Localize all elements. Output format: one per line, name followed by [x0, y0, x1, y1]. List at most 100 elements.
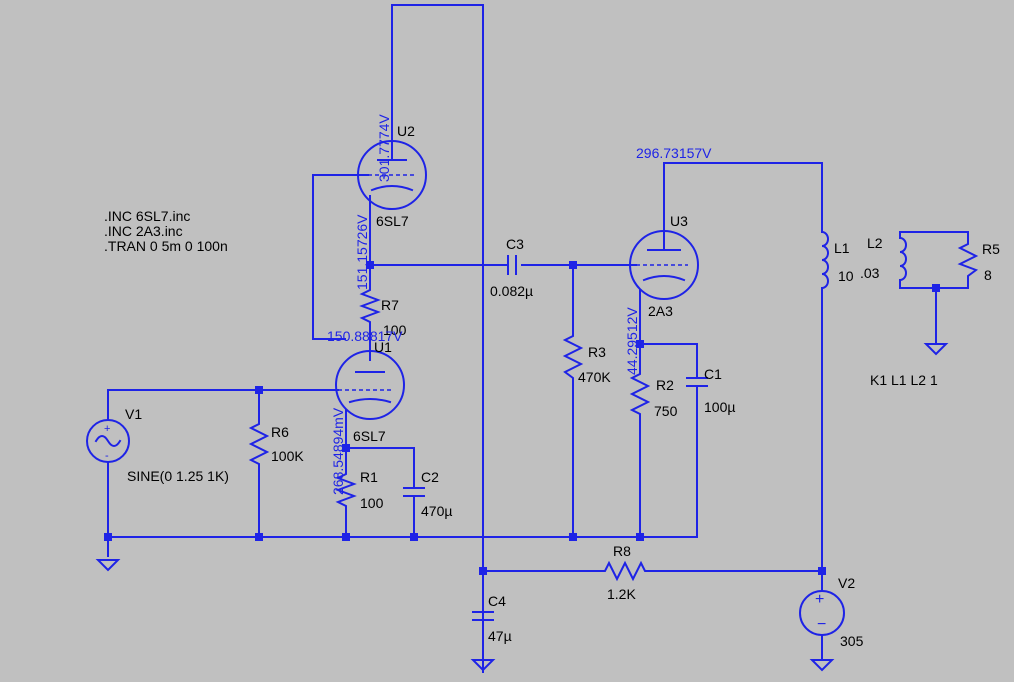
label-v1-value: SINE(0 1.25 1K) [127, 468, 229, 484]
node-voltage-u3-cathode: 44.29512V [624, 307, 640, 375]
sine-wave-icon [94, 435, 122, 447]
junction [569, 261, 577, 269]
label-c2-value: 470µ [421, 503, 452, 519]
label-r8: R8 [613, 543, 631, 559]
wire-u3-plate [663, 162, 823, 241]
label-r3-value: 470K [578, 369, 611, 385]
tube-u2 [357, 140, 427, 210]
wire-b-plus-u2 [391, 4, 484, 673]
grounds [95, 343, 949, 672]
wire-c2-top [345, 447, 415, 489]
directive-coupling: K1 L1 L2 1 [870, 372, 938, 388]
label-c3-value: 0.082µ [490, 283, 533, 299]
wire-c1-top [639, 343, 698, 379]
label-u3: U3 [670, 213, 688, 229]
label-l1: L1 [834, 240, 850, 256]
label-c4: C4 [488, 593, 506, 609]
minus-sign: − [817, 616, 826, 633]
resistor-r3 [562, 329, 584, 386]
junction [636, 340, 644, 348]
junction [255, 533, 263, 541]
source-v2: + − [799, 590, 845, 636]
resistor-r2 [629, 369, 651, 421]
ground-icon [95, 559, 121, 572]
wire-sec-bot [899, 279, 969, 289]
node-voltages: 301.7774V 151.15726V 150.88817V 268.5489… [327, 114, 712, 495]
label-c4-value: 47µ [488, 628, 512, 644]
resistors [248, 239, 979, 582]
label-r6-value: 100K [271, 448, 304, 464]
junction [342, 533, 350, 541]
label-r1: R1 [360, 469, 378, 485]
wire-u2-grid [312, 174, 369, 340]
node-voltage-u2-plate: 301.7774V [376, 114, 392, 182]
minus-sign: - [105, 450, 109, 462]
label-c2: C2 [421, 469, 439, 485]
tube-envelope [335, 350, 405, 420]
component-labels: U2 6SL7 R7 100 U1 6SL7 R1 100 C2 470µ R6… [125, 123, 1000, 649]
label-r2-value: 750 [654, 403, 678, 419]
tube-cathode [370, 185, 414, 192]
wires [107, 4, 969, 673]
tube-cathode [348, 398, 392, 404]
spice-directives: .INC 6SL7.inc .INC 2A3.inc .TRAN 0 5m 0 … [104, 208, 938, 388]
ground-icon [923, 343, 949, 356]
ground-icon [809, 659, 835, 672]
plus-sign: + [104, 423, 110, 435]
junction [255, 386, 263, 394]
sine-source-icon [86, 419, 130, 463]
junction [479, 567, 487, 575]
source-v1: + - [86, 419, 130, 463]
tube-u3 [629, 230, 699, 300]
inductor-l1 [820, 230, 829, 290]
inductor-l2 [898, 236, 907, 282]
label-l2-value: .03 [860, 265, 880, 281]
label-r3: R3 [588, 344, 606, 360]
junctions [104, 261, 940, 575]
directive-line: .INC 6SL7.inc [104, 208, 190, 224]
label-v1: V1 [125, 406, 142, 422]
junction [636, 533, 644, 541]
node-voltage-u2-cathode: 151.15726V [354, 214, 370, 290]
label-u2-model: 6SL7 [376, 213, 409, 229]
resistor-r5 [957, 239, 979, 281]
directive-line: .INC 2A3.inc [104, 223, 183, 239]
label-l2: L2 [867, 235, 883, 251]
junction [342, 444, 350, 452]
resistor-r1 [335, 469, 357, 511]
label-v2: V2 [838, 575, 855, 591]
wire-sec-top [899, 231, 969, 241]
tube-u1 [335, 350, 405, 420]
label-r7-value: 100 [383, 322, 407, 338]
label-u1: U1 [374, 339, 392, 355]
label-r8-value: 1.2K [607, 586, 636, 602]
capacitors [403, 255, 708, 621]
node-voltage-u3-plate: 296.73157V [636, 145, 712, 161]
node-voltage-u1-cathode: 268.54894mV [330, 407, 346, 495]
label-u3-model: 2A3 [648, 303, 673, 319]
resistor-r6 [248, 417, 270, 471]
label-c1-value: 100µ [704, 399, 735, 415]
directive-line: .TRAN 0 5m 0 100n [104, 238, 228, 254]
label-r5: R5 [982, 241, 1000, 257]
label-r5-value: 8 [984, 267, 992, 283]
label-r6: R6 [271, 424, 289, 440]
label-u2: U2 [397, 123, 415, 139]
resistor-r8 [599, 560, 649, 582]
junction [104, 533, 112, 541]
label-l1-value: 10 [838, 268, 854, 284]
tube-envelope [629, 230, 699, 300]
tube-envelope [357, 140, 427, 210]
tube-filament [642, 275, 686, 282]
junction [569, 533, 577, 541]
label-r2: R2 [656, 377, 674, 393]
junction [818, 567, 826, 575]
label-u1-model: 6SL7 [353, 428, 386, 444]
label-r1-value: 100 [360, 495, 384, 511]
node-voltage-u1-plate: 150.88817V [327, 328, 403, 344]
resistor-r7 [359, 284, 381, 326]
label-c1: C1 [704, 366, 722, 382]
dc-source-icon [799, 590, 845, 636]
